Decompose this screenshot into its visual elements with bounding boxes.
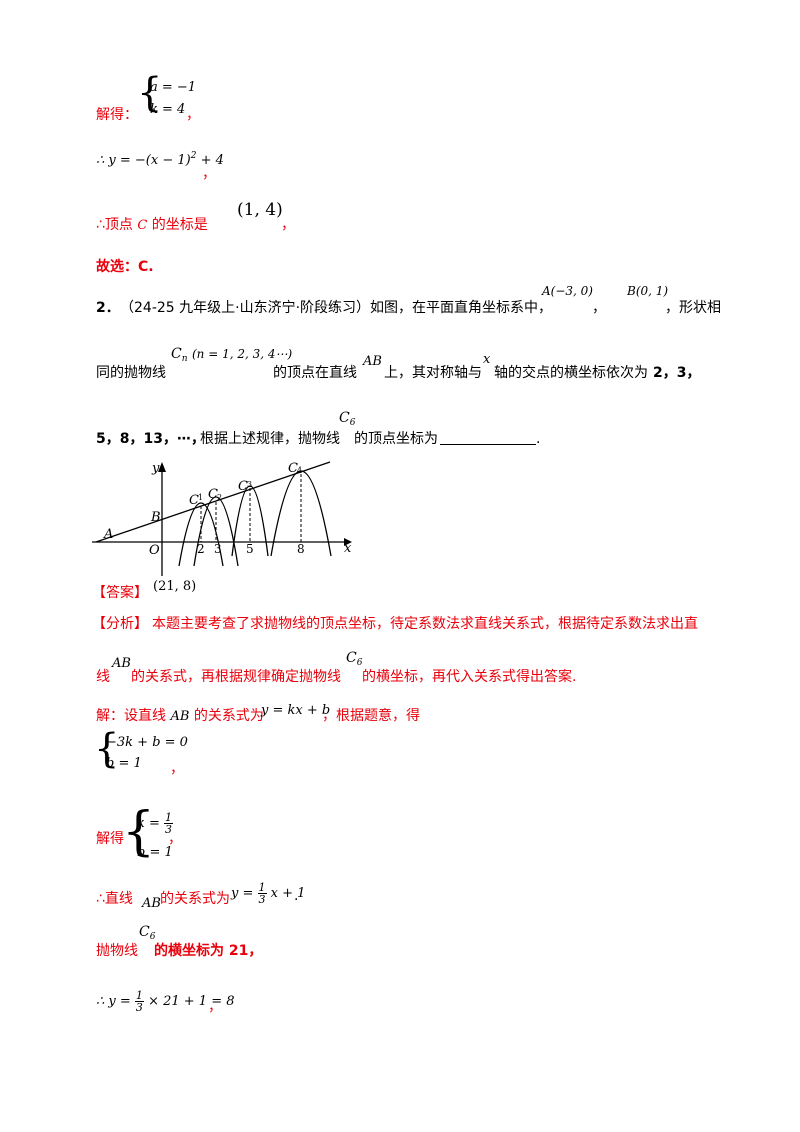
comma: ，	[168, 831, 182, 847]
solution-intro: 解：设直线 AB 的关系式为	[96, 708, 264, 724]
analysis-text: 线	[96, 669, 110, 685]
tick-5: 5	[246, 542, 254, 556]
comma: ，	[186, 107, 200, 123]
c6-result: 的横坐标为 21，	[154, 943, 263, 959]
x-label: x	[344, 541, 352, 556]
parabola-c1	[178, 502, 224, 567]
question-text: 轴的交点的横坐标依次为	[494, 365, 648, 381]
parabola-c4	[270, 470, 332, 557]
c4-sub: 4	[297, 466, 302, 475]
c3-sub: 3	[247, 480, 252, 489]
c4-label: C	[288, 461, 298, 476]
analysis-text: 的关系式，再根据规律确定抛物线	[131, 669, 341, 685]
line-general-form: y = kx + b	[261, 703, 331, 718]
question-text: 同的抛物线	[96, 365, 166, 381]
answer-blank[interactable]: .	[440, 428, 540, 447]
parabola-figure: y x O A B C C C C 1 2 3 4 2 3 5 8	[92, 461, 352, 576]
point-a-label: A	[103, 527, 113, 542]
jiede-label: 解得	[96, 831, 124, 847]
comma: ，	[281, 217, 295, 233]
comma: ，	[202, 166, 216, 182]
separator: ，	[592, 300, 606, 316]
question-text: ，形状相	[665, 300, 721, 316]
system-brace: {	[122, 802, 156, 862]
c2-sub: 2	[217, 493, 222, 502]
question-text: 的顶点坐标为	[354, 431, 438, 447]
analysis-label: 【分析】	[92, 616, 148, 632]
question-number: 2．	[96, 300, 120, 316]
line-result: ∴直线	[96, 891, 133, 907]
parabola-c6: C6	[139, 924, 156, 942]
line-ab: AB	[142, 896, 161, 911]
question-source: （24-25 九年级上·山东济宁·阶段练习）如图，在平面直角坐标系中，	[120, 300, 553, 316]
period: .	[294, 888, 299, 904]
solution-intro: ，根据题意，得	[322, 708, 420, 724]
parabola-cn: Cn (n = 1, 2, 3, 4⋯)	[171, 346, 293, 364]
c3-label: C	[238, 479, 248, 494]
answer-label: 【答案】	[92, 585, 148, 601]
tick-3: 3	[214, 542, 222, 556]
parabola-c3	[231, 485, 269, 557]
line-ab: AB	[112, 656, 131, 671]
tick-2: 2	[197, 542, 205, 556]
jiede-label: 解得：	[96, 107, 138, 123]
sequence-values: 5，8，13，⋯，	[96, 431, 205, 447]
question-text: 的顶点在直线	[273, 365, 357, 381]
sequence-values: 2，3，	[653, 365, 701, 381]
parabola-c6: C6	[346, 650, 363, 668]
system-line-k: k = 4	[150, 102, 186, 117]
c1-label: C	[189, 493, 199, 508]
x-axis-arrow	[344, 538, 352, 546]
line-result: 的关系式为	[160, 891, 230, 907]
system-brace: {	[137, 70, 163, 116]
line-ab: AB	[363, 354, 382, 369]
c1-sub: 1	[198, 493, 203, 502]
comma: ，	[170, 761, 184, 777]
point-b-label: B	[150, 510, 161, 525]
solution-b: b = 1	[137, 845, 173, 860]
parabola-c2	[193, 496, 239, 567]
point-a: A(−3, 0)	[542, 284, 593, 298]
vertex-statement: ∴顶点 C 的坐标是	[96, 217, 208, 233]
analysis-text: 的横坐标，再代入关系式得出答案.	[362, 669, 577, 685]
y-label: y	[151, 461, 160, 476]
x-axis-name: x	[483, 352, 491, 367]
system-brace: {	[94, 726, 120, 772]
y-axis-arrow	[158, 462, 166, 472]
origin-label: O	[149, 543, 160, 558]
analysis-text: 本题主要考查了求抛物线的顶点坐标，待定系数法求直线关系式，根据待定系数法求出直	[152, 616, 698, 632]
c2-label: C	[208, 487, 218, 502]
tick-8: 8	[297, 542, 305, 556]
parabola-c6: C6	[339, 410, 356, 428]
vertex-coordinate: (1, 4)	[237, 200, 283, 220]
line-ab-graph	[95, 461, 331, 543]
equation-vertex-form: ∴ y = −(x − 1)2 + 4	[96, 151, 224, 168]
answer-value: (21, 8)	[153, 579, 197, 594]
choice-answer: 故选：C.	[96, 259, 154, 275]
comma: ，	[208, 999, 222, 1015]
system-line-2: b = 1	[106, 756, 142, 771]
question-text: 上，其对称轴与	[384, 365, 482, 381]
point-b: B(0, 1)	[627, 284, 669, 298]
system-line-1: −3k + b = 0	[106, 735, 188, 750]
c6-result: 抛物线	[96, 943, 138, 959]
system-line-a: a = −1	[150, 80, 197, 95]
question-text: 根据上述规律，抛物线	[200, 431, 340, 447]
